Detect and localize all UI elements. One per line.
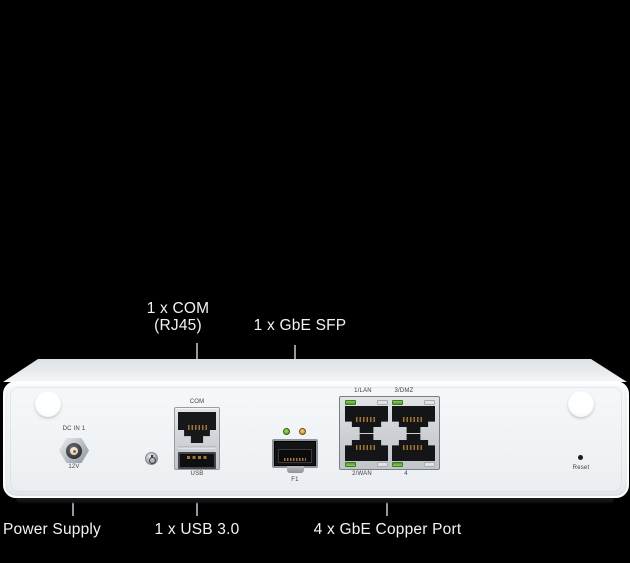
com-rj45-port: [178, 412, 216, 443]
sfp-port-label: F1: [291, 477, 299, 483]
eth-label-3-dmz: 3/DMZ: [394, 388, 414, 394]
dc-power-pin: [70, 447, 78, 455]
callout-usb: 1 x USB 3.0: [154, 521, 240, 538]
eth-led-green: [345, 400, 356, 405]
eth-label-2-wan: 2/WAN: [352, 471, 372, 477]
sfp-cage: [272, 439, 318, 468]
eth-port-2-wan: [344, 434, 389, 467]
com-port-label: COM: [189, 399, 205, 405]
device-drop-shadow: [16, 496, 614, 503]
ethernet-port-block: [339, 396, 440, 470]
eth-led-off: [377, 400, 388, 405]
sfp-status-led-green: [283, 428, 290, 435]
eth-port-3-dmz: [391, 400, 436, 433]
power-button: [145, 452, 158, 465]
dc-voltage-label: 12V: [68, 464, 80, 470]
callout-sfp: 1 x GbE SFP: [253, 317, 347, 334]
mounting-recess-right: [568, 391, 594, 417]
mounting-recess-left: [35, 391, 61, 417]
eth-led-off: [424, 462, 435, 467]
sfp-status-led-amber: [299, 428, 306, 435]
eth-led-off: [424, 400, 435, 405]
usb-port: [178, 452, 216, 469]
sfp-slot: [278, 449, 312, 463]
eth-led-off: [377, 462, 388, 467]
eth-label-4: 4: [404, 471, 408, 477]
callout-com-line2: (RJ45): [154, 317, 202, 334]
rj45-pins: [187, 425, 207, 430]
reset-label: Reset: [572, 465, 590, 471]
callout-com: 1 x COM (RJ45): [133, 300, 223, 334]
reset-button: [578, 455, 583, 460]
callout-power-supply: Power Supply: [2, 521, 102, 538]
usb-port-label: USB: [190, 471, 204, 477]
sfp-latch: [287, 466, 304, 473]
device-top-surface: [3, 359, 627, 382]
com-usb-module: [174, 407, 220, 470]
eth-port-1-lan: [344, 400, 389, 433]
eth-led-green: [345, 462, 356, 467]
eth-label-1-lan: 1/LAN: [354, 388, 372, 394]
eth-led-green: [392, 400, 403, 405]
eth-led-green: [392, 462, 403, 467]
usb-pins: [186, 456, 208, 459]
eth-port-4: [391, 434, 436, 467]
dc-in-label: DC IN 1: [62, 426, 86, 432]
callout-com-line1: 1 x COM: [146, 300, 210, 317]
callout-copper: 4 x GbE Copper Port: [313, 521, 462, 538]
